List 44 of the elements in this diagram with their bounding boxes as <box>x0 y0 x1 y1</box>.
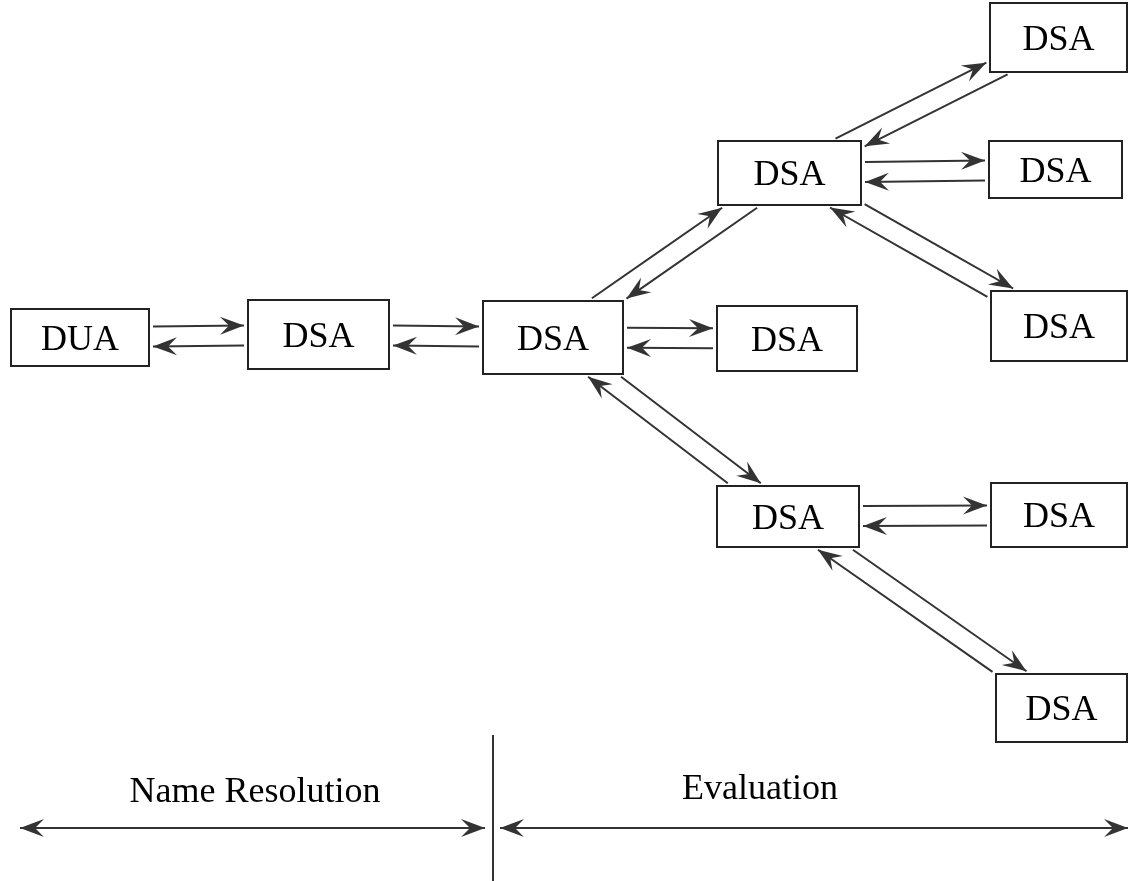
phase-label: Evaluation <box>681 766 839 809</box>
arrow <box>834 61 988 140</box>
arrow <box>152 316 245 335</box>
agent-box <box>988 140 1123 199</box>
agent-box <box>717 140 862 206</box>
arrow <box>829 206 989 298</box>
arrow <box>863 73 1009 148</box>
agent-label: DSA <box>753 155 826 191</box>
agent-box <box>482 300 624 375</box>
agent-label: DSA <box>1025 690 1098 726</box>
agent-box <box>716 485 860 548</box>
agent-label: DSA <box>517 319 589 356</box>
arrow <box>152 337 245 356</box>
arrow <box>851 548 1028 673</box>
agent-box <box>990 290 1128 362</box>
arrow <box>864 151 986 170</box>
arrow <box>625 206 759 300</box>
arrow <box>626 319 714 338</box>
agent-label: DSA <box>1022 19 1095 56</box>
agent-label: DUA <box>41 319 119 356</box>
arrow <box>587 375 729 485</box>
arrow <box>626 338 714 357</box>
agent-label: DSA <box>751 320 823 357</box>
arrow <box>817 548 994 673</box>
arrow <box>863 203 1015 290</box>
arrow <box>864 172 986 191</box>
arrow <box>862 496 988 515</box>
phase-label: Name Resolution <box>128 769 382 812</box>
arrow <box>392 317 480 336</box>
agent-label: DSA <box>1023 497 1095 533</box>
agent-box <box>247 299 390 370</box>
agent-box <box>10 308 150 367</box>
arrow <box>862 516 988 535</box>
arrow <box>590 206 724 300</box>
agent-box <box>989 2 1128 73</box>
agent-label: DSA <box>282 316 355 353</box>
agent-label: DSA <box>1023 308 1095 344</box>
agent-box <box>995 673 1128 743</box>
agent-label: DSA <box>1019 151 1092 188</box>
arrow <box>392 336 480 355</box>
agent-box <box>990 482 1128 548</box>
arrow <box>620 375 762 485</box>
agent-label: DSA <box>752 498 824 535</box>
agent-box <box>716 305 858 372</box>
